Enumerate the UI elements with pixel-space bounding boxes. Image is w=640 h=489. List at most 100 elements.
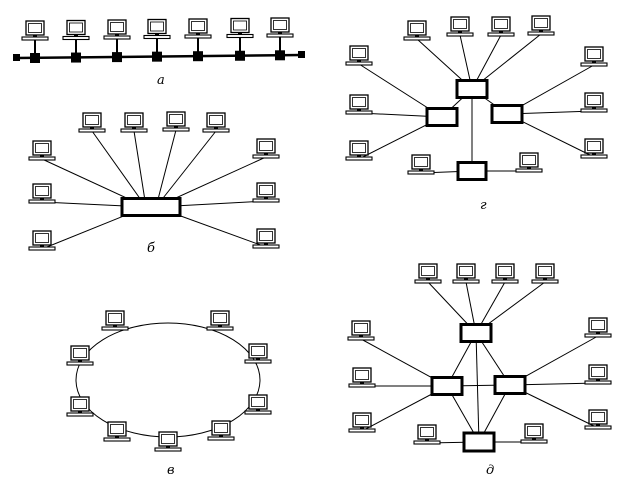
computer-icon	[527, 15, 555, 36]
screen	[494, 19, 508, 29]
cable-line	[155, 129, 177, 208]
cable-line	[91, 130, 147, 208]
monitor-stand	[196, 33, 200, 35]
keyboard	[66, 412, 94, 417]
keyboard	[78, 128, 106, 133]
monitor-stand	[426, 278, 430, 280]
monitor-stand	[78, 360, 82, 362]
hub-box	[430, 376, 464, 396]
monitor-stand	[592, 153, 596, 155]
keyboard	[103, 437, 131, 442]
screen	[414, 157, 428, 167]
computer-icon	[207, 420, 235, 441]
keyboard	[580, 62, 608, 67]
monitor-stand	[596, 424, 600, 426]
screen	[587, 49, 601, 59]
screen	[28, 23, 42, 33]
screen	[69, 22, 83, 33]
monitor-stand	[264, 197, 268, 199]
monitor-stand	[596, 332, 600, 334]
monitor-stand	[174, 126, 178, 128]
screen	[591, 320, 605, 330]
screen	[251, 346, 265, 356]
label-ring: в	[167, 463, 175, 478]
keyboard	[413, 440, 441, 445]
monitor-stand	[218, 325, 222, 327]
keyboard	[446, 32, 474, 37]
monitor-stand	[539, 30, 543, 32]
computer-icon	[491, 263, 519, 284]
keyboard	[28, 246, 56, 251]
keyboard	[584, 425, 612, 430]
monitor-stand	[40, 198, 44, 200]
keyboard	[580, 154, 608, 159]
computer-icon	[21, 20, 49, 41]
computer-icon	[143, 18, 171, 40]
computer-icon	[413, 424, 441, 445]
monitor-stand	[40, 155, 44, 157]
keyboard	[62, 35, 90, 41]
computer-icon	[348, 367, 376, 388]
monitor-stand	[419, 169, 423, 171]
transceiver	[235, 50, 245, 61]
keyboard	[584, 380, 612, 385]
screen	[527, 426, 541, 436]
monitor-stand	[592, 107, 596, 109]
computer-icon	[252, 138, 280, 159]
monitor-stand	[503, 278, 507, 280]
keyboard	[414, 279, 442, 284]
nodes	[13, 15, 612, 453]
screen	[233, 20, 247, 31]
monitor-stand	[74, 34, 78, 37]
transceiver	[30, 53, 40, 63]
hub-box	[425, 107, 459, 127]
monitor-stand	[115, 436, 119, 438]
screen	[35, 143, 49, 153]
screen	[191, 21, 205, 31]
monitor-stand	[256, 409, 260, 411]
keyboard	[252, 198, 280, 203]
screen	[355, 415, 369, 425]
computer-icon	[446, 16, 474, 37]
monitor-stand	[238, 32, 242, 35]
terminator	[298, 51, 305, 58]
monitor-stand	[155, 33, 159, 36]
computer-icon	[414, 263, 442, 284]
computer-icon	[345, 140, 373, 161]
screen	[587, 141, 601, 151]
monitor-stand	[543, 278, 547, 280]
computer-icon	[206, 310, 234, 331]
keyboard	[347, 336, 375, 341]
monitor-stand	[166, 446, 170, 448]
monitor-stand	[219, 435, 223, 437]
monitor-stand	[458, 31, 462, 33]
screen	[35, 233, 49, 243]
keyboard	[101, 326, 129, 331]
transceiver	[112, 52, 122, 63]
keyboard	[531, 279, 559, 284]
monitor-stand	[214, 127, 218, 129]
label-star: б	[147, 241, 155, 256]
computer-icon	[252, 228, 280, 249]
computer-icon	[403, 20, 431, 41]
computer-icon	[28, 230, 56, 251]
computer-icon	[580, 92, 608, 113]
keyboard	[143, 34, 171, 40]
cable-line	[133, 130, 147, 208]
keyboard	[28, 199, 56, 204]
computer-icon	[584, 364, 612, 385]
transceiver	[275, 50, 285, 61]
computer-icon	[252, 182, 280, 203]
monitor-stand	[357, 155, 361, 157]
screen	[108, 313, 122, 323]
screen	[459, 266, 473, 276]
keyboard	[345, 156, 373, 161]
screen	[213, 313, 227, 323]
screen	[273, 20, 287, 30]
computer-icon	[103, 421, 131, 442]
keyboard	[252, 154, 280, 159]
keyboard	[252, 244, 280, 249]
screen	[453, 19, 467, 29]
keyboard	[345, 61, 373, 66]
